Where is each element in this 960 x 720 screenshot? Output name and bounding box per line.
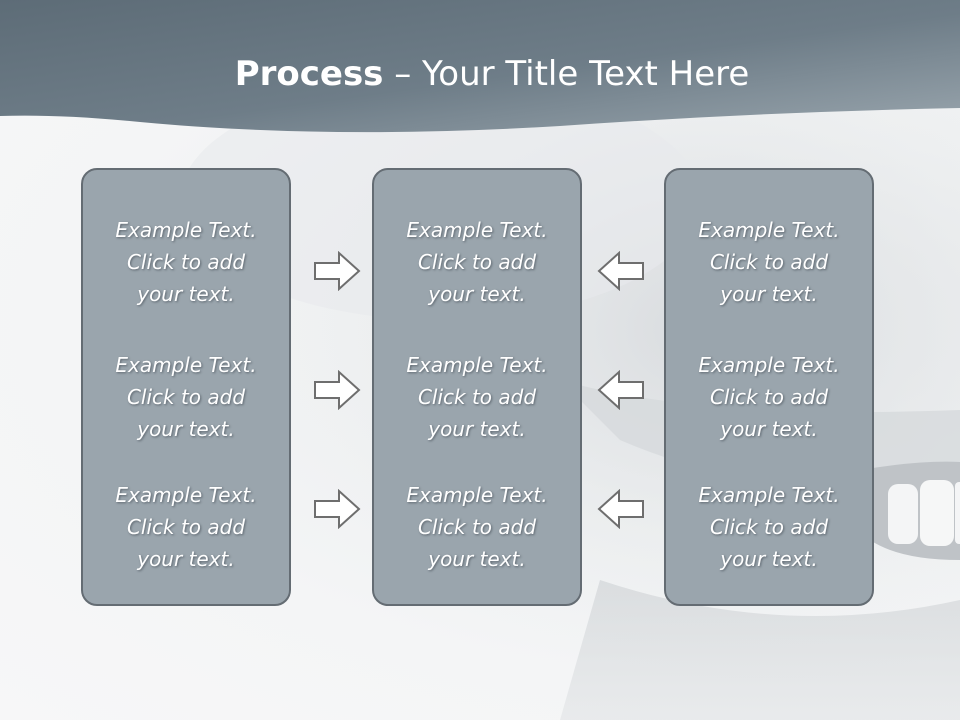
process-box-center[interactable]: Example Text. Click to add your text. Ex… [372,168,582,606]
text-line: Click to add [126,515,246,539]
text-placeholder[interactable]: Example Text. Click to add your text. [374,349,580,445]
text-line: your text. [720,417,818,441]
process-box-right[interactable]: Example Text. Click to add your text. Ex… [664,168,874,606]
text-line: Click to add [709,515,829,539]
text-placeholder[interactable]: Example Text. Click to add your text. [374,479,580,575]
text-line: Example Text. [115,218,257,242]
text-line: Example Text. [698,483,840,507]
text-placeholder[interactable]: Example Text. Click to add your text. [374,214,580,310]
text-line: Example Text. [406,218,548,242]
slide-title: Process – Your Title Text Here [0,52,960,96]
text-line: Example Text. [406,483,548,507]
text-placeholder[interactable]: Example Text. Click to add your text. [83,349,289,445]
right-arrow-icon [314,370,361,410]
text-line: your text. [428,282,526,306]
header-band [0,0,960,133]
left-arrow-icon [597,489,644,529]
text-line: Example Text. [115,353,257,377]
process-box-left[interactable]: Example Text. Click to add your text. Ex… [81,168,291,606]
text-line: your text. [720,547,818,571]
text-line: Click to add [709,385,829,409]
text-line: Click to add [709,250,829,274]
text-line: your text. [137,282,235,306]
text-placeholder[interactable]: Example Text. Click to add your text. [666,214,872,310]
title-rest: – Your Title Text Here [383,54,750,94]
text-line: Click to add [417,385,537,409]
text-line: Click to add [417,250,537,274]
text-line: Click to add [126,250,246,274]
text-placeholder[interactable]: Example Text. Click to add your text. [83,479,289,575]
text-line: your text. [428,417,526,441]
text-line: your text. [720,282,818,306]
text-line: Example Text. [115,483,257,507]
right-arrow-icon [314,489,361,529]
text-placeholder[interactable]: Example Text. Click to add your text. [83,214,289,310]
left-arrow-icon [597,370,644,410]
title-bold: Process [234,54,384,94]
text-line: Click to add [126,385,246,409]
text-line: Click to add [417,515,537,539]
text-line: your text. [137,547,235,571]
text-line: your text. [428,547,526,571]
text-line: Example Text. [698,353,840,377]
left-arrow-icon [597,251,644,291]
text-placeholder[interactable]: Example Text. Click to add your text. [666,479,872,575]
text-line: Example Text. [698,218,840,242]
text-line: Example Text. [406,353,548,377]
right-arrow-icon [314,251,361,291]
text-line: your text. [137,417,235,441]
text-placeholder[interactable]: Example Text. Click to add your text. [666,349,872,445]
